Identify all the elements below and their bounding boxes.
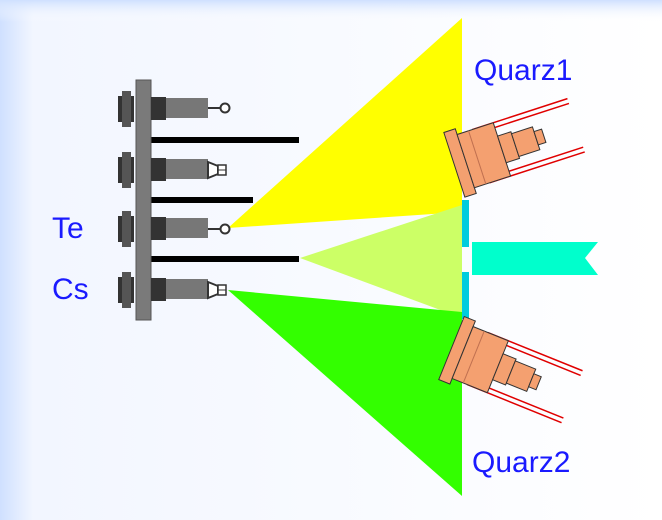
quarz1-label: Quarz1 [474,54,573,87]
quartz-monitor-1 [443,97,585,198]
source-shutter-2 [147,197,253,203]
te-source-label: Te [52,212,84,245]
effusion-cell-te [118,211,231,247]
cs-source-label: Cs [52,273,89,306]
te-beam [228,18,462,228]
background-top-fade [0,0,662,22]
substrate [472,242,598,275]
effusion-cell-1 [118,91,231,127]
source-shutter-1 [147,137,299,143]
quarz2-label: Quarz2 [472,446,571,479]
mixed-beam [300,205,462,318]
effusion-cell-cs [118,272,227,308]
source-mount-rod [135,79,152,321]
shutter-lower [462,272,469,319]
source-shutter-3 [147,256,299,262]
cs-beam [228,290,462,496]
quartz-monitor-2 [438,315,583,424]
effusion-cell-2 [118,152,227,188]
shutter-upper [462,200,469,247]
